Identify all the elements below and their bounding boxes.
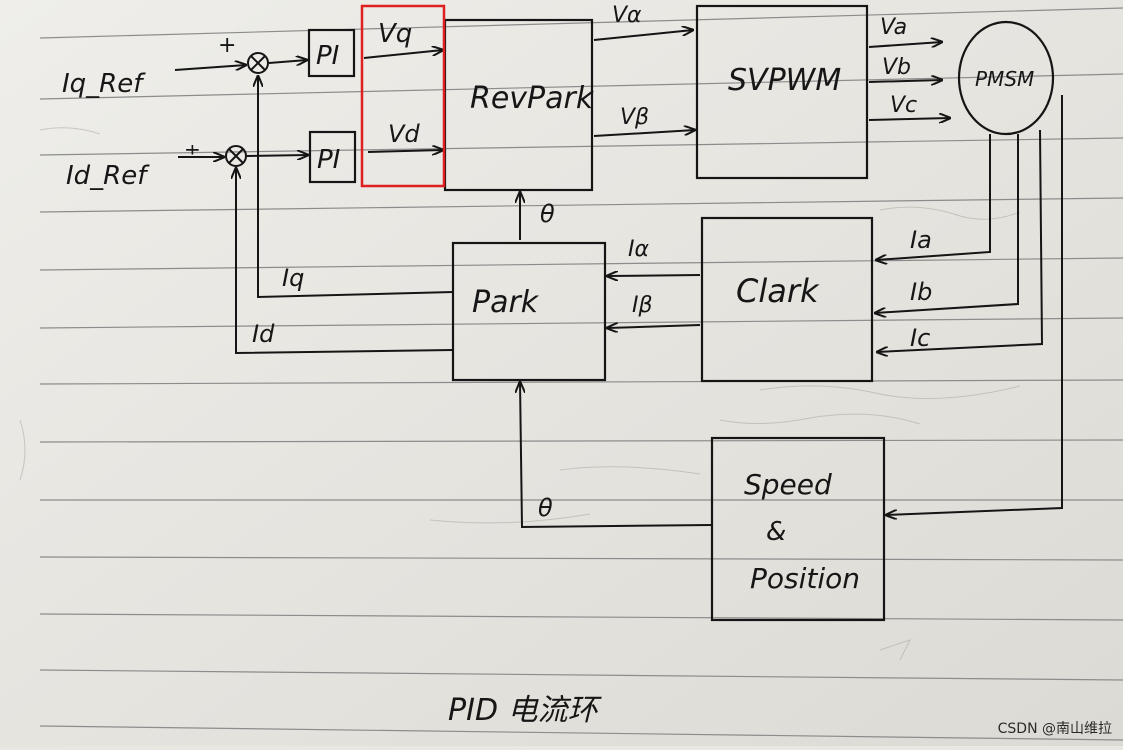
diagram-title: PID 电流环 (448, 693, 603, 728)
highlight-box (360, 4, 446, 188)
iq-ref-wire (174, 65, 246, 71)
vbeta-label: Vβ (620, 105, 649, 130)
csdn-watermark: CSDN @南山维拉 (998, 721, 1112, 737)
vc-label: Vc (890, 93, 917, 118)
ic-wire (877, 129, 1044, 352)
revpark-label: RevPark (470, 81, 595, 116)
ic-label: Ic (910, 324, 930, 352)
ialpha-wire (607, 275, 701, 276)
valpha-label: Vα (612, 3, 642, 28)
pmsm-label: PMSM (975, 67, 1034, 91)
clark-label: Clark (736, 272, 820, 310)
iq-feedback-wire (258, 76, 454, 299)
summing-junction-q (247, 52, 269, 74)
vbeta-wire (593, 130, 695, 137)
position-label: Position (750, 562, 860, 595)
ibeta-wire (607, 325, 701, 328)
vd-label: Vd (388, 120, 420, 148)
d-plus-sign: ± (184, 139, 201, 163)
vb-label: Vb (882, 55, 911, 80)
id-feedback-wire (236, 168, 454, 355)
clark-block (700, 216, 874, 383)
signal-wires (174, 30, 1063, 529)
ib-label: Ib (910, 278, 932, 306)
bleed-through-marks (19, 127, 1021, 661)
ib-wire (875, 134, 1019, 313)
pi-d-block (308, 130, 357, 184)
vq-wire (363, 50, 443, 59)
d-error-wire (246, 155, 308, 156)
id-feedback-label: Id (252, 320, 275, 348)
svpwm-label: SVPWM (728, 63, 841, 98)
theta-position-label: θ (538, 494, 553, 522)
va-wire (868, 42, 942, 48)
id-ref-label: Id_Ref (66, 161, 150, 191)
q-plus-sign: + (218, 33, 236, 58)
ampersand-label: & (766, 517, 786, 547)
speed-position-block (710, 436, 886, 622)
pi-q-label: PI (316, 41, 339, 71)
svpwm-block (695, 4, 869, 180)
summing-junction-d (225, 145, 247, 167)
theta-to-park-wire (520, 382, 713, 529)
park-block (451, 241, 607, 382)
vb-wire (868, 80, 942, 82)
q-error-wire (268, 60, 307, 63)
pi-q-block (307, 28, 356, 78)
ialpha-label: Iα (628, 237, 649, 262)
vc-wire (868, 118, 950, 120)
vd-wire (367, 150, 443, 152)
vq-label: Vq (378, 19, 412, 49)
ibeta-label: Iβ (632, 293, 653, 318)
iq-ref-label: Iq_Ref (62, 69, 146, 99)
va-label: Va (880, 15, 907, 40)
rotor-feedback-wire (886, 95, 1063, 515)
pi-d-label: PI (317, 145, 340, 175)
ia-wire (876, 134, 991, 260)
ia-label: Ia (910, 226, 932, 254)
valpha-wire (593, 30, 693, 41)
park-label: Park (472, 285, 540, 320)
theta-park-label: θ (540, 200, 555, 228)
speed-label: Speed (744, 468, 832, 501)
pmsm-motor (957, 20, 1055, 136)
iq-feedback-label: Iq (282, 264, 304, 292)
